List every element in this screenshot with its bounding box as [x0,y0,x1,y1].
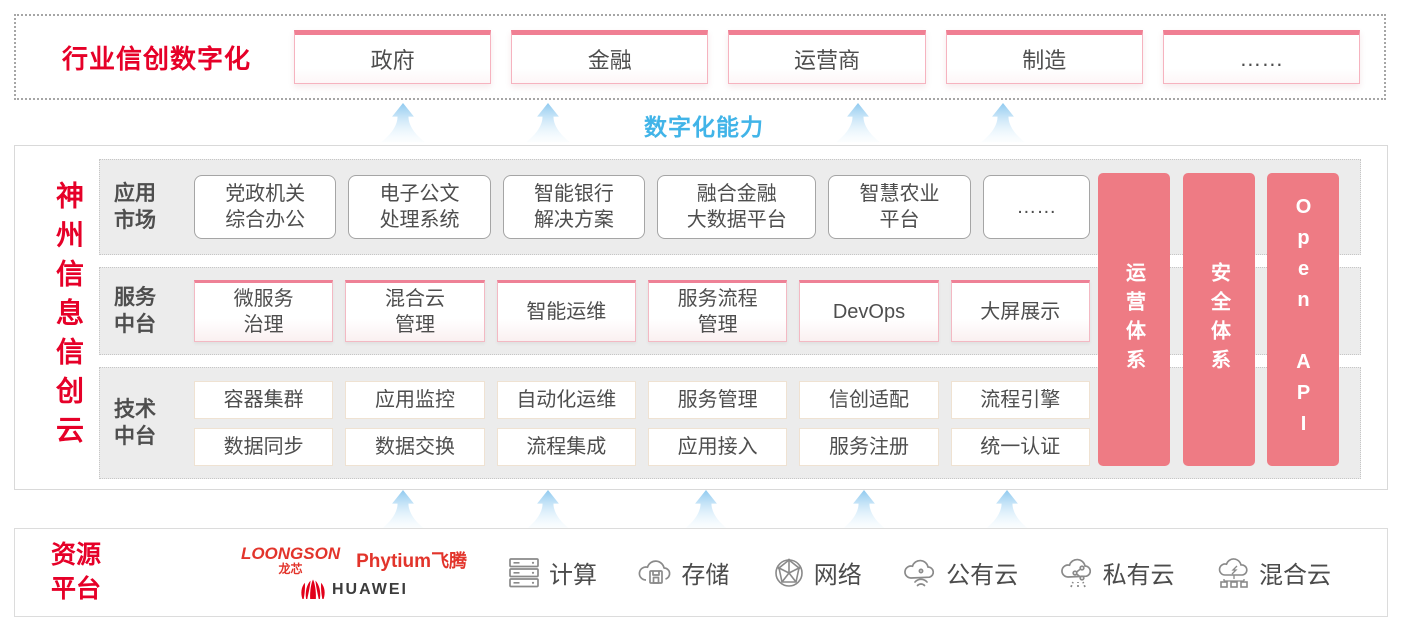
tech-item: 流程集成 [496,427,636,466]
network-globe-icon [774,558,803,587]
resource-platform-box: 资源 平台 LOONGSON 龙芯 Phytium飞腾 [14,528,1388,617]
platform-main-box: 神州信息信创云 应用 市场 党政机关 综合办公 电子公文 处理系统 智能银行 解… [14,145,1388,490]
up-arrow-icon [985,490,1029,530]
up-arrow-icon [381,103,425,143]
app-market-row: 应用 市场 党政机关 综合办公 电子公文 处理系统 智能银行 解决方案 融合金融… [99,159,1361,255]
huawei-wordmark: HUAWEI [332,580,408,598]
up-arrow-icon [526,490,570,530]
resource-item-storage: 存储 [637,554,729,592]
server-icon [509,557,539,587]
capability-label: 数字化能力 [644,114,764,140]
service-item: 混合云 管理 [345,280,485,342]
loongson-cjk: 龙芯 [278,561,303,576]
vendor-logos: LOONGSON 龙芯 Phytium飞腾 HUAW [229,545,479,601]
app-item-more: …… [982,175,1090,239]
tech-sub-row: 容器集群 应用监控 自动化运维 服务管理 信创适配 流程引擎 [194,380,1090,419]
tech-item: 应用接入 [647,427,788,466]
tech-platform-row: 技术 中台 容器集群 应用监控 自动化运维 服务管理 信创适配 流程引擎 数据同… [99,367,1361,479]
tech-platform-items: 容器集群 应用监控 自动化运维 服务管理 信创适配 流程引擎 数据同步 数据交换… [194,380,1090,466]
resource-item-compute: 计算 [505,554,597,592]
app-market-label: 应用 市场 [114,181,156,232]
up-arrow-icon [526,103,570,143]
tech-item: 流程引擎 [950,380,1090,419]
up-arrow-icon [684,490,728,530]
resource-item-private-cloud: 私有云 [1059,554,1175,592]
resource-item-label: 计算 [549,562,597,589]
up-arrow-icon [381,490,425,530]
up-arrow-icon [981,103,1025,143]
industry-banner-title: 行业信创数字化 [62,43,252,74]
tech-sub-row: 数据同步 数据交换 流程集成 应用接入 服务注册 统一认证 [194,427,1090,466]
tech-item: 自动化运维 [496,380,636,419]
vendor-row: LOONGSON 龙芯 Phytium飞腾 [241,545,467,575]
app-market-items: 党政机关 综合办公 电子公文 处理系统 智能银行 解决方案 融合金融 大数据平台… [194,175,1090,239]
service-item: DevOps [799,280,939,342]
industry-banner: 行业信创数字化 政府 金融 运营商 制造 …… [14,14,1386,100]
service-item: 智能运维 [496,280,636,342]
app-item: 融合金融 大数据平台 [657,175,817,239]
pillar-operations: 运营体系 [1098,173,1170,466]
resource-item-network: 网络 [770,554,862,592]
resource-item-label: 私有云 [1102,562,1175,589]
app-item: 智慧农业 平台 [828,175,971,239]
resource-platform-title: 资源 平台 [51,540,102,603]
public-cloud-icon [904,559,935,586]
tech-item: 统一认证 [950,427,1090,466]
resource-item-label: 混合云 [1258,562,1331,589]
hybrid-cloud-icon [1218,557,1248,588]
service-item: 大屏展示 [950,280,1090,342]
huawei-logo: HUAWEI [300,578,408,601]
service-platform-label: 服务 中台 [114,285,156,336]
loongson-logo: LOONGSON 龙芯 [241,545,340,575]
industry-box-manufacturing: 制造 [945,30,1143,84]
industry-box-operator: 运营商 [728,30,926,84]
phytium-logo: Phytium飞腾 [356,547,467,573]
pillar-security: 安全体系 [1183,173,1255,466]
tech-item: 容器集群 [194,380,334,419]
storage-cloud-icon [638,559,671,584]
app-item: 电子公文 处理系统 [348,175,491,239]
service-platform-row: 服务 中台 微服务 治理 混合云 管理 智能运维 服务流程 管理 DevOps … [99,267,1361,355]
tech-platform-label: 技术 中台 [114,397,156,448]
huawei-flower-icon [301,578,325,599]
industry-box-government: 政府 [294,30,492,84]
resource-item-label: 存储 [681,562,730,589]
tech-item: 数据同步 [194,427,334,466]
resource-item-label: 网络 [813,562,862,589]
tech-item: 数据交换 [345,427,485,466]
resource-item-hybrid-cloud: 混合云 [1215,554,1331,592]
resource-item-public-cloud: 公有云 [902,554,1018,592]
phytium-wordmark: Phytium [356,550,432,572]
service-item: 微服务 治理 [194,280,334,342]
platform-rows: 应用 市场 党政机关 综合办公 电子公文 处理系统 智能银行 解决方案 融合金融… [99,159,1361,479]
service-item: 服务流程 管理 [647,280,788,342]
private-cloud-icon [1060,558,1091,587]
loongson-wordmark: LOONGSON [240,543,341,563]
tech-item: 信创适配 [799,380,939,419]
tech-item: 应用监控 [345,380,485,419]
tech-item: 服务管理 [647,380,788,419]
industry-box-finance: 金融 [511,30,709,84]
resource-item-label: 公有云 [946,562,1019,589]
resource-items: 计算 存储 [505,554,1331,592]
pillar-open-api: Open API [1267,173,1339,466]
industry-box-more: …… [1162,30,1361,84]
up-arrow-icon [836,103,880,143]
app-item: 智能银行 解决方案 [502,175,646,239]
tech-item: 服务注册 [799,427,939,466]
industry-row: 政府 金融 运营商 制造 …… [294,30,1361,84]
platform-vertical-title: 神州信息信创云 [53,181,84,454]
up-arrow-icon [842,490,886,530]
app-item: 党政机关 综合办公 [194,175,337,239]
service-platform-items: 微服务 治理 混合云 管理 智能运维 服务流程 管理 DevOps 大屏展示 [194,280,1090,342]
phytium-cjk: 飞腾 [431,550,468,571]
